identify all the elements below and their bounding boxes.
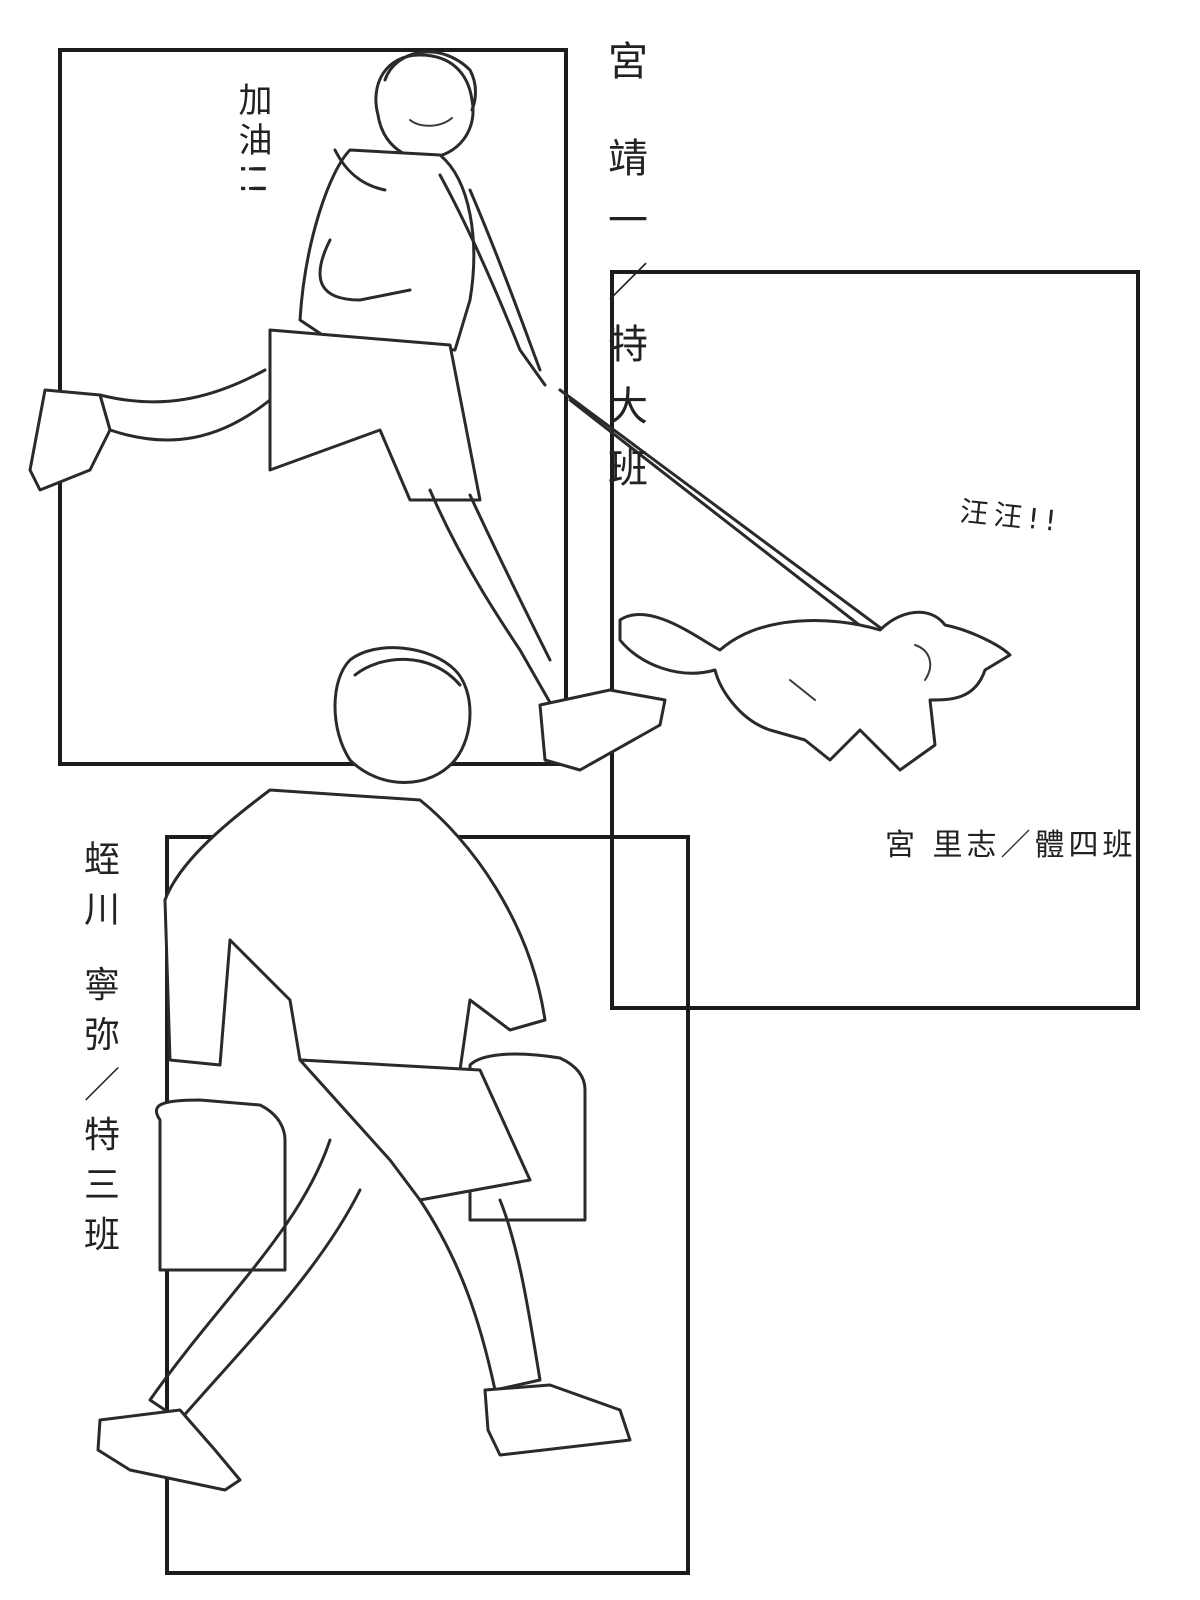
character-name-caption-top: 宮 靖一／特大班 xyxy=(601,40,647,509)
character-name-caption-bottom: 蛭川 寧弥／特三班 xyxy=(78,840,119,1266)
comic-panel-bottom xyxy=(165,835,690,1575)
character-name-caption-right: 宮 里志／體四班 xyxy=(885,828,1137,863)
comic-panel-top-left xyxy=(58,48,568,766)
cheer-shout-text: 加油!! xyxy=(232,82,272,202)
